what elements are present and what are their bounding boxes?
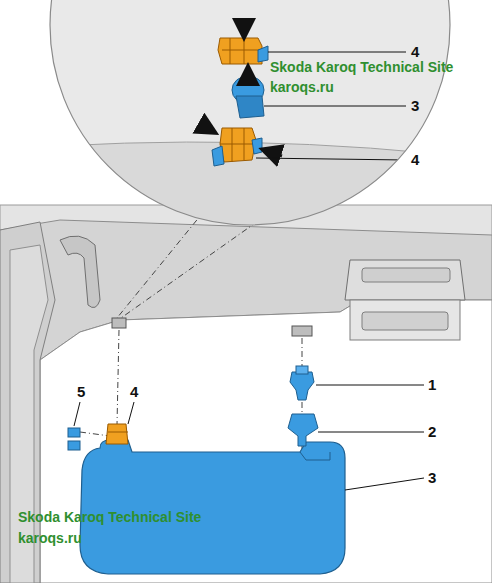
watermark: Skoda Karoq Technical Site [18,510,201,524]
callout-number: 1 [428,377,436,392]
watermark: Skoda Karoq Technical Site [270,60,453,74]
callout-number: 3 [428,470,436,485]
watermark: karoqs.ru [18,531,82,545]
callout-number: 4 [411,152,419,167]
callout-number: 4 [411,44,419,59]
callout-number: 5 [77,384,85,399]
watermark: karoqs.ru [270,80,334,94]
callout-number: 4 [130,384,138,399]
callout-number: 2 [428,424,436,439]
callout-number: 3 [411,98,419,113]
